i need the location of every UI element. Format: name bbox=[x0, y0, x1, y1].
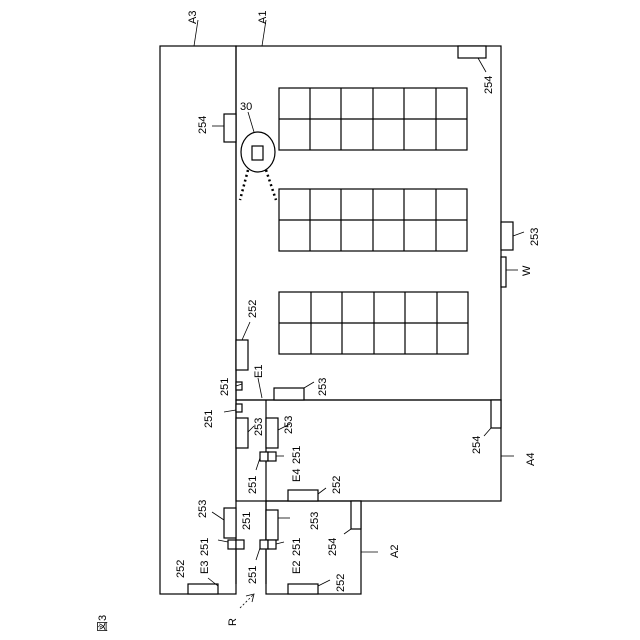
ref-252-a1-label: 252 bbox=[247, 300, 259, 318]
ref-252-a3-label: 252 bbox=[175, 560, 187, 578]
ref-251-e3-left-label: 251 bbox=[199, 538, 211, 556]
direction-arrow-r bbox=[240, 594, 254, 608]
wall-w-label: W bbox=[521, 265, 533, 276]
ref-251-e1-upper-label: 251 bbox=[219, 378, 231, 396]
ref-251-e4-right-label: 251 bbox=[291, 446, 303, 464]
arrow-r-label: R bbox=[227, 618, 239, 626]
ref-252-a4-label: 252 bbox=[331, 476, 343, 494]
device-254-a1-top bbox=[458, 46, 486, 58]
ref-251-e2-right-label: 251 bbox=[291, 538, 303, 556]
door-e1-label: E1 bbox=[253, 365, 265, 378]
device-251-e1-lower bbox=[236, 404, 242, 412]
device-253-a1-right bbox=[501, 222, 513, 250]
ref-251-e1-lower-label: 251 bbox=[203, 410, 215, 428]
ref-253-a4-left-label: 253 bbox=[283, 416, 295, 434]
ref-253-a1-right-label: 253 bbox=[529, 228, 541, 246]
ref-253-a2-label: 253 bbox=[309, 512, 321, 530]
ref-251-e3-right-label: 251 bbox=[241, 512, 253, 530]
device-254-a2 bbox=[351, 501, 361, 529]
ref-labels: A3 A1 254 254 253 W 252 251 E1 253 251 2… bbox=[96, 11, 541, 632]
area-a4-outline bbox=[236, 400, 501, 501]
robot-ref-label: 30 bbox=[240, 101, 252, 113]
device-251-e4-right bbox=[268, 452, 276, 461]
robot-30: 30 bbox=[240, 101, 276, 200]
device-252-a4 bbox=[288, 490, 318, 501]
device-254-a3 bbox=[224, 114, 236, 142]
ref-251-e2-left-label: 251 bbox=[247, 566, 259, 584]
area-a2-label: A2 bbox=[389, 545, 401, 558]
area-a1-label: A1 bbox=[257, 11, 269, 24]
ref-251-e4-left-label: 251 bbox=[247, 476, 259, 494]
door-e3-label: E3 bbox=[199, 561, 211, 574]
device-252-a1 bbox=[236, 340, 248, 370]
device-251-e2-left bbox=[260, 540, 268, 549]
device-251-e3-right bbox=[236, 540, 244, 549]
device-253-a2 bbox=[266, 510, 278, 540]
wall-w-marker bbox=[501, 257, 506, 287]
device-253-a3-lower bbox=[224, 508, 236, 538]
ref-252-a2-label: 252 bbox=[335, 574, 347, 592]
area-a4-label: A4 bbox=[525, 453, 537, 466]
ref-253-a3-upper-label: 253 bbox=[253, 418, 265, 436]
area-a1-outline bbox=[236, 46, 501, 400]
shelf-grid-bottom bbox=[279, 292, 468, 354]
device-251-e2-right bbox=[268, 540, 276, 549]
ref-254-a3-label: 254 bbox=[197, 116, 209, 134]
ref-254-a4-label: 254 bbox=[471, 436, 483, 454]
ref-254-a1-label: 254 bbox=[483, 76, 495, 94]
door-e4-label: E4 bbox=[291, 469, 303, 482]
device-253-a1-bottom bbox=[274, 388, 304, 400]
device-254-a4 bbox=[491, 400, 501, 428]
ref-254-a2-label: 254 bbox=[327, 538, 339, 556]
door-e2-label: E2 bbox=[291, 561, 303, 574]
shelf-grid-middle bbox=[279, 189, 467, 251]
figure-label: 図3 bbox=[96, 615, 109, 632]
area-a3-label: A3 bbox=[187, 11, 199, 24]
shelf-grid-top bbox=[279, 88, 467, 150]
device-253-a4-left bbox=[266, 418, 278, 448]
device-252-a3 bbox=[188, 584, 218, 594]
device-251-e4-left bbox=[260, 452, 268, 461]
ref-253-a1-bottom-label: 253 bbox=[317, 378, 329, 396]
device-251-e3-left bbox=[228, 540, 236, 549]
device-253-a3-upper bbox=[236, 418, 248, 448]
device-252-a2 bbox=[288, 584, 318, 594]
ref-253-a3-lower-label: 253 bbox=[197, 500, 209, 518]
